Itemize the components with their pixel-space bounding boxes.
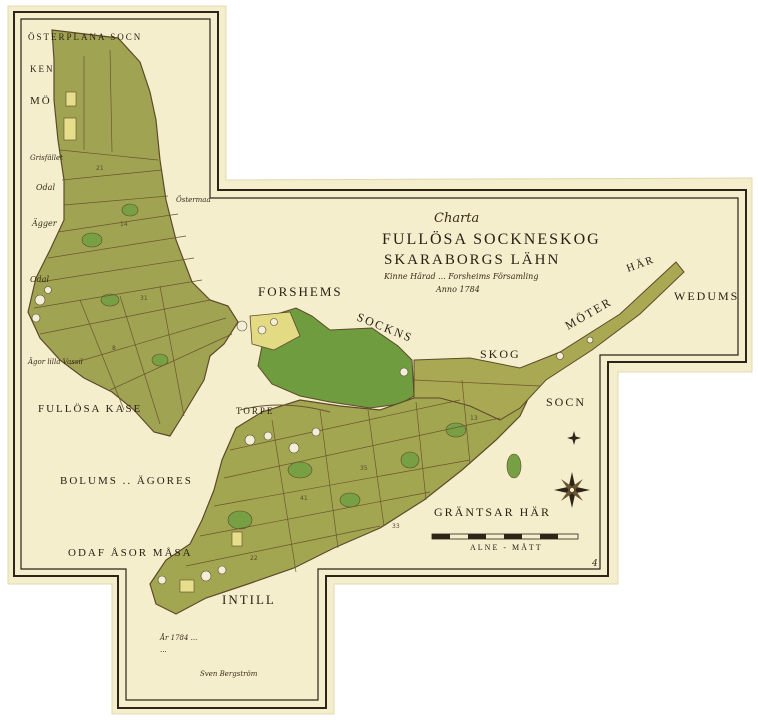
label-torpe: TORPE [236, 406, 274, 416]
rock-outcrops [31, 286, 594, 585]
map-border-outer [13, 11, 747, 709]
svg-text:21: 21 [96, 165, 104, 172]
label-agger: Ägger [31, 219, 58, 228]
label-intill: INTILL [222, 592, 276, 607]
north-star-icon [567, 431, 581, 445]
svg-text:41: 41 [300, 495, 308, 502]
svg-text:8: 8 [112, 345, 116, 352]
svg-text:22: 22 [250, 555, 258, 562]
cartouche-line4: Kinne Härad ... Forsheims Församling [383, 272, 538, 281]
label-grisfallet: Grisfället [30, 154, 63, 162]
label-agor: Ägor lilla Vassil [27, 357, 83, 366]
label-gransar: GRÄNTSAR HÄR [434, 505, 551, 519]
parcel-numbers: 21 14 31 8 41 35 33 22 13 [96, 165, 478, 562]
svg-text:35: 35 [360, 465, 368, 472]
svg-text:31: 31 [140, 295, 148, 302]
svg-text:13: 13 [470, 415, 478, 422]
label-socn: SOCN [546, 395, 586, 409]
label-wedums: WEDUMS [674, 289, 739, 303]
forest-north [27, 29, 239, 437]
note-line2: ... [160, 646, 167, 654]
label-mo: MÖ [30, 95, 52, 107]
label-forshems: FORSHEMS [258, 284, 343, 299]
page-number: 4 [591, 559, 598, 569]
compass-rose [554, 472, 590, 508]
label-bolums: BOLUMS .. ÄGORES [60, 475, 193, 487]
small-labels: Odal Ägger Odal Ägor lilla Vassil Grisfä… [27, 154, 211, 366]
note-line1: År 1784 ... [159, 633, 197, 642]
label-osterplana: ÖSTERPLANA SOCN [28, 32, 142, 42]
field-yellow [249, 311, 301, 351]
label-odafasor: ODAF ÅSOR MÅSA [68, 547, 193, 559]
shoreline [239, 404, 331, 413]
note-line3: Sven Bergström [200, 670, 258, 678]
cartouche-line1: Charta [434, 211, 479, 226]
label-ostermaa: Östermaa [176, 195, 211, 204]
label-odal-2: Odal [30, 275, 49, 284]
scale-bar: ALNE - MÅTT [431, 533, 579, 552]
label-odal: Odal [36, 183, 55, 192]
label-skog: SKOG [480, 347, 521, 361]
svg-text:14: 14 [120, 221, 128, 228]
parcel-lines-north [33, 49, 233, 425]
cartouche-line2: FULLÖSA SOCKNESKOG [382, 230, 601, 248]
cartouche: Charta FULLÖSA SOCKNESKOG SKARABORGS LÄH… [382, 211, 601, 294]
map-border-inner [20, 18, 739, 701]
cartouche-line3: SKARABORGS LÄHN [384, 251, 560, 268]
cartouche-line5: Anno 1784 [435, 285, 480, 294]
forest-east-strip [413, 261, 685, 421]
label-fullosa-kase: FULLÖSA KASE [38, 403, 142, 415]
scale-label: ALNE - MÅTT [470, 543, 543, 552]
svg-text:33: 33 [392, 523, 400, 530]
light-parcels [63, 91, 243, 593]
signature-note: År 1784 ... ... Sven Bergström [159, 633, 258, 678]
parcel-lines-south [185, 379, 541, 573]
label-ken: KEN [30, 64, 55, 74]
